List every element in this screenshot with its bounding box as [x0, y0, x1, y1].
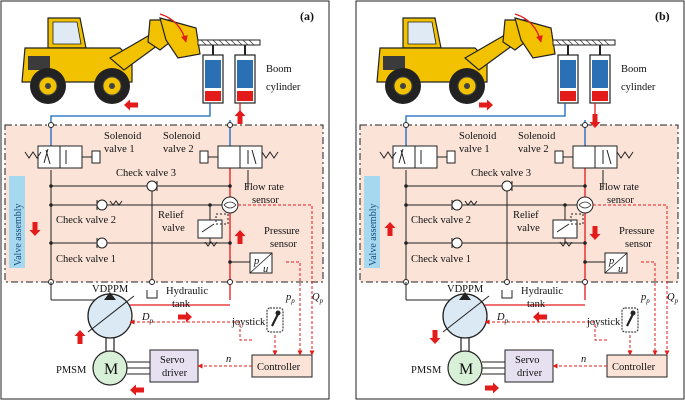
qp-label: Qp [312, 292, 324, 305]
speed-n-label: n [581, 354, 586, 365]
relief-valve-label-2: valve [517, 223, 540, 234]
flow-arrow [234, 110, 246, 124]
flow-arrow [533, 311, 547, 323]
relief-valve-label-2: valve [162, 223, 185, 234]
servo-driver-label-1: Servo [515, 355, 540, 366]
labels-b: (b) Boom cylinder Solenoid valve 1 Solen… [368, 9, 679, 379]
check-valve-3-label: Check valve 3 [471, 168, 531, 179]
pressure-sensor-label-1: Pressure [264, 226, 300, 237]
solenoid-valve-2-label-1: Solenoid [163, 131, 201, 142]
panel-tag: (b) [655, 9, 670, 23]
relief-valve-label-1: Relief [158, 210, 184, 221]
flow-arrow [485, 382, 499, 394]
solenoid-valve-1-label-2: valve 1 [104, 144, 135, 155]
pmsm-label: PMSM [411, 365, 442, 376]
pressure-glyph-p: p [253, 256, 259, 267]
solenoid-valve-1-label-1: Solenoid [104, 131, 142, 142]
flow-sensor-label-1: Flow rate [244, 182, 284, 193]
flow-arrow [124, 99, 138, 111]
joystick-label: joystick [586, 317, 621, 328]
relief-valve-label-1: Relief [513, 210, 539, 221]
panel-b: (b) Boom cylinder Solenoid valve 1 Solen… [356, 1, 684, 399]
dp-label: Dp [141, 312, 154, 325]
pmsm-label: PMSM [56, 365, 87, 376]
vdppm-label: VDPPM [447, 284, 484, 295]
qp-label: Qp [667, 292, 679, 305]
servo-driver-label-2: driver [162, 368, 188, 379]
panel-a: (a) Boom cylinder Solenoid valve 1 Solen… [1, 1, 329, 399]
hydraulic-tank-label-2: tank [172, 299, 191, 310]
valve-assembly-label: Valve assembly [13, 204, 24, 267]
pressure-glyph-u: u [263, 264, 268, 275]
pressure-glyph-p: p [608, 256, 614, 267]
flow-arrows-a [29, 99, 246, 396]
solenoid-valve-2-label-2: valve 2 [163, 144, 194, 155]
joystick-label: joystick [231, 317, 266, 328]
speed-n-label: n [226, 354, 231, 365]
dp-label: Dp [496, 312, 509, 325]
pressure-sensor-label-1: Pressure [619, 226, 655, 237]
flow-sensor-label-2: sensor [607, 195, 634, 206]
pressure-glyph-u: u [618, 264, 623, 275]
check-valve-2-label: Check valve 2 [56, 215, 116, 226]
hydraulic-tank-label-2: tank [527, 299, 546, 310]
flow-arrow [29, 222, 41, 236]
servo-driver-label-1: Servo [160, 355, 185, 366]
solenoid-valve-1-label-2: valve 1 [459, 144, 490, 155]
check-valve-2-label: Check valve 2 [411, 215, 471, 226]
controller-label: Controller [612, 362, 656, 373]
flow-arrows-b [384, 99, 601, 394]
check-valve-3-label: Check valve 3 [116, 168, 176, 179]
vdppm-label: VDPPM [92, 284, 129, 295]
flow-arrow [429, 330, 441, 344]
pressure-sensor-label-2: sensor [625, 239, 652, 250]
hydraulic-tank-label-1: Hydraulic [166, 286, 208, 297]
labels-a: (a) Boom cylinder Solenoid valve 1 Solen… [13, 9, 324, 379]
check-valve-1-label: Check valve 1 [56, 254, 116, 265]
motor-glyph: M [104, 361, 118, 378]
check-valve-1-label: Check valve 1 [411, 254, 471, 265]
motor-glyph: M [459, 361, 473, 378]
flow-sensor-label-2: sensor [252, 195, 279, 206]
controller-label: Controller [257, 362, 301, 373]
pp-label: pp [640, 292, 650, 305]
flow-arrow [178, 311, 192, 323]
pp-label: pp [285, 292, 295, 305]
solenoid-valve-2-label-1: Solenoid [518, 131, 556, 142]
flow-arrow [74, 330, 86, 344]
flow-arrow [589, 226, 601, 240]
boom-cylinder-label-2: cylinder [621, 82, 656, 93]
flow-arrow [234, 230, 246, 244]
boom-cylinder-label-1: Boom [621, 64, 647, 75]
panel-tag: (a) [300, 9, 314, 23]
flow-arrow [130, 384, 144, 396]
boom-cylinder-label-2: cylinder [266, 82, 301, 93]
hydraulic-tank-label-1: Hydraulic [521, 286, 563, 297]
boom-cylinder-label-1: Boom [266, 64, 292, 75]
pressure-sensor-label-2: sensor [270, 239, 297, 250]
servo-driver-label-2: driver [517, 368, 543, 379]
flow-sensor-label-1: Flow rate [599, 182, 639, 193]
valve-assembly-label: Valve assembly [368, 204, 379, 267]
flow-arrow [589, 114, 601, 128]
solenoid-valve-1-label-1: Solenoid [459, 131, 497, 142]
flow-arrow [479, 99, 493, 111]
solenoid-valve-2-label-2: valve 2 [518, 144, 549, 155]
flow-arrow [384, 222, 396, 236]
